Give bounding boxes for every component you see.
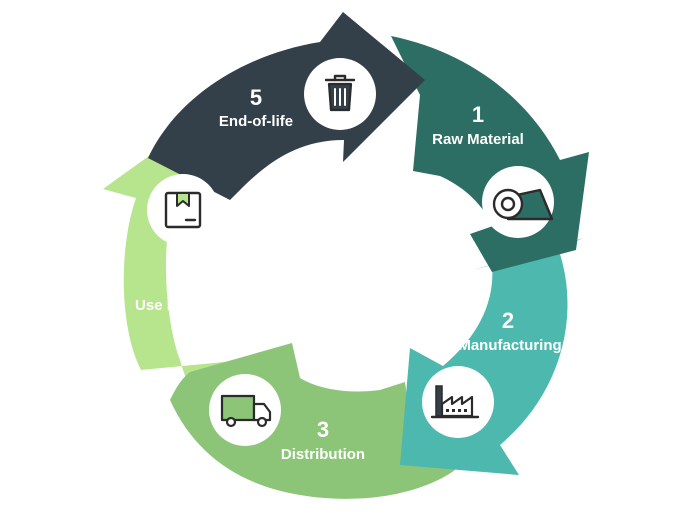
stage-raw-material: 1 Raw Material — [432, 102, 554, 238]
stage-1-label: Raw Material — [432, 131, 524, 148]
stage-4-label: Use Phase — [135, 297, 211, 314]
stage-5-number: 5 — [250, 85, 262, 110]
stage-use-phase: 4 Use Phase — [135, 174, 219, 314]
stage-manufacturing: 2 Manufacturing — [422, 308, 562, 438]
raw-material-segment — [391, 36, 589, 272]
stage-3-number: 3 — [317, 417, 329, 442]
stage-1-number: 1 — [472, 102, 484, 127]
stage-3-label: Distribution — [281, 446, 365, 463]
end-of-life-segment — [148, 12, 425, 200]
material-roll-icon — [492, 188, 554, 221]
stage-2-number: 2 — [502, 308, 514, 333]
use-phase-segment — [103, 148, 300, 490]
stage-distribution: 3 Distribution — [209, 374, 365, 463]
trash-icon — [324, 74, 356, 112]
stage-2-label: Manufacturing — [458, 337, 561, 354]
stage-5-label: End-of-life — [219, 113, 293, 130]
factory-icon — [430, 385, 480, 419]
manufacturing-segment — [400, 238, 584, 475]
box-icon — [164, 191, 202, 229]
truck-icon — [220, 394, 272, 428]
stage-end-of-life: 5 End-of-life — [219, 58, 376, 130]
stage-4-number: 4 — [167, 268, 180, 293]
stage-4-badge — [147, 174, 219, 246]
